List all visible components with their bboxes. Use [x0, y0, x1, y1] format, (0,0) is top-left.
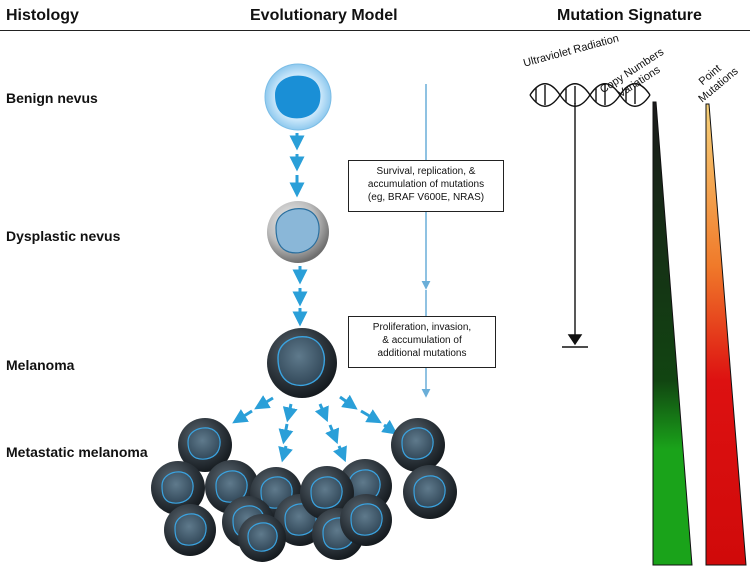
- cnv-wedge: [652, 101, 693, 566]
- melanoma-cell: [267, 328, 337, 398]
- proliferation-note-line-2: & accumulation of: [382, 335, 462, 346]
- metastasis-arrows: [232, 394, 398, 463]
- survival-note-line-2: accumulation of mutations: [367, 179, 485, 190]
- proliferation-note-line-3: additional mutations: [377, 348, 467, 359]
- survival-note-box: Survival, replication, & accumulation of…: [348, 160, 504, 212]
- proliferation-note-line-1: Proliferation, invasion,: [372, 322, 472, 333]
- point-mutation-wedge: [705, 103, 747, 566]
- uv-signature-arrow: [562, 103, 588, 348]
- header-divider: [0, 30, 750, 31]
- survival-note-line-3: (eg, BRAF V600E, NRAS): [367, 192, 485, 203]
- stage-metastatic-melanoma: Metastatic melanoma: [6, 444, 148, 460]
- benign-nevus-cell: [264, 63, 332, 131]
- stage-melanoma: Melanoma: [6, 357, 75, 373]
- header-histology: Histology: [6, 7, 79, 24]
- header-mutation-signature: Mutation Signature: [557, 7, 702, 24]
- metastatic-cell-cluster: [151, 418, 457, 562]
- survival-note-line-1: Survival, replication, &: [376, 166, 476, 177]
- dysplastic-nevus-cell: [267, 201, 329, 263]
- header-evolutionary-model: Evolutionary Model: [250, 7, 398, 24]
- uv-helix-icon: [529, 83, 651, 107]
- stage-dysplastic-nevus: Dysplastic nevus: [6, 228, 121, 244]
- stage-benign-nevus: Benign nevus: [6, 90, 98, 106]
- proliferation-note-box: Proliferation, invasion, & accumulation …: [348, 316, 496, 368]
- progression-arrows: [289, 133, 308, 327]
